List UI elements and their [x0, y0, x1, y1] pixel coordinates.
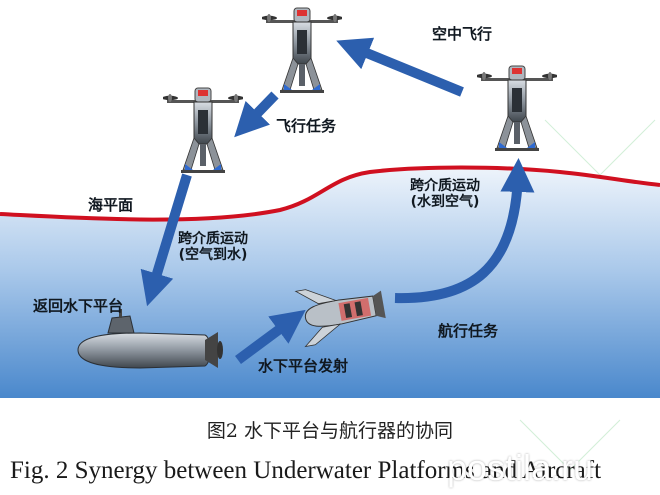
- label-cross-medium-up: 跨介质运动 (水到空气): [410, 178, 480, 210]
- arrow-navigation-mission: [394, 158, 535, 304]
- flow-arrows: [140, 37, 535, 365]
- label-cross-medium-down: 跨介质运动 (空气到水): [178, 231, 248, 263]
- label-air-flight: 空中飞行: [432, 25, 493, 43]
- label-underwater-launch: 水下平台发射: [258, 357, 349, 375]
- label-cross-medium-down-sub: (空气到水): [178, 247, 248, 264]
- sea-level-line: [0, 165, 660, 222]
- label-sea-level: 海平面: [88, 196, 134, 214]
- label-cross-medium-up-sub: (水到空气): [410, 194, 480, 211]
- underwater-vehicle-icon: [294, 289, 386, 348]
- arrow-underwater-launch: [235, 309, 306, 365]
- figure-caption-english: Fig. 2 Synergy between Underwater Platfo…: [10, 457, 602, 484]
- label-cross-medium-up-title: 跨介质运动: [410, 178, 480, 194]
- arrow-flight-mission: [234, 91, 279, 138]
- drone-icon-left: [163, 87, 243, 174]
- arrow-air-flight: [336, 37, 464, 97]
- submarine-icon: [77, 309, 223, 369]
- label-return-platform: 返回水下平台: [33, 297, 124, 315]
- arrow-cross-medium-down: [140, 173, 192, 307]
- drone-icon-top: [262, 7, 342, 94]
- label-cross-medium-down-title: 跨介质运动: [178, 231, 248, 247]
- label-navigation-mission: 航行任务: [438, 322, 499, 340]
- figure-caption-chinese: 图2 水下平台与航行器的协同: [206, 420, 454, 442]
- label-flight-mission: 飞行任务: [276, 117, 337, 135]
- drone-icon-right: [477, 65, 557, 152]
- watermark-text: postila.ru: [447, 447, 594, 488]
